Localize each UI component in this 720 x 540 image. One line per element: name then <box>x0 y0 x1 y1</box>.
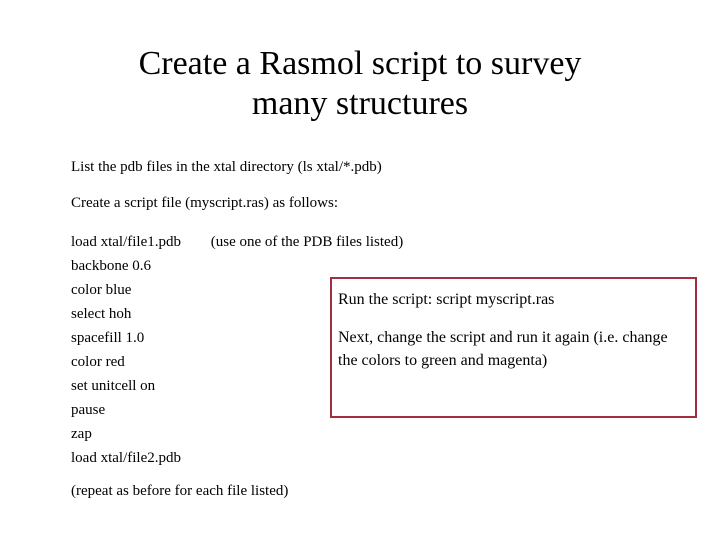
callout-next-step-text: Next, change the script and run it again… <box>338 329 668 369</box>
script-line: load xtal/file1.pdb (use one of the PDB … <box>71 230 403 254</box>
instruction-repeat-note: (repeat as before for each file listed) <box>71 483 289 499</box>
script-command: select hoh <box>71 306 132 322</box>
script-command: zap <box>71 426 92 442</box>
script-line: color red <box>71 350 403 374</box>
script-command: color blue <box>71 282 132 298</box>
script-command: backbone 0.6 <box>71 258 151 274</box>
script-command: load xtal/file1.pdb <box>71 234 181 250</box>
script-line: pause <box>71 398 403 422</box>
callout-content: Run the script: script myscript.ras Next… <box>332 279 695 372</box>
script-command: pause <box>71 402 106 418</box>
script-annotation: (use one of the PDB files listed) <box>210 234 404 250</box>
script-command: color red <box>71 354 125 370</box>
page-title-line-2: many structures <box>251 85 469 122</box>
script-line: backbone 0.6 <box>71 254 403 278</box>
callout-box: Run the script: script myscript.ras Next… <box>330 277 697 418</box>
script-command: set unitcell on <box>71 378 156 394</box>
script-line: set unitcell on <box>71 374 403 398</box>
script-line: zap <box>71 422 403 446</box>
instruction-list-files: List the pdb files in the xtal directory… <box>71 159 382 175</box>
instruction-create-script-file: Create a script file (myscript.ras) as f… <box>71 195 338 211</box>
script-line: color blue <box>71 278 403 302</box>
script-command: load xtal/file2.pdb <box>71 450 181 466</box>
script-line: select hoh <box>71 302 403 326</box>
script-line: spacefill 1.0 <box>71 326 403 350</box>
script-listing: load xtal/file1.pdb (use one of the PDB … <box>71 230 403 470</box>
script-command: spacefill 1.0 <box>71 330 145 346</box>
script-line: load xtal/file2.pdb <box>71 446 403 470</box>
page-title: Create a Rasmol script to survey many st… <box>40 44 680 124</box>
callout-run-script-text: Run the script: script myscript.ras <box>338 291 555 308</box>
page-title-line-1: Create a Rasmol script to survey <box>138 45 582 82</box>
